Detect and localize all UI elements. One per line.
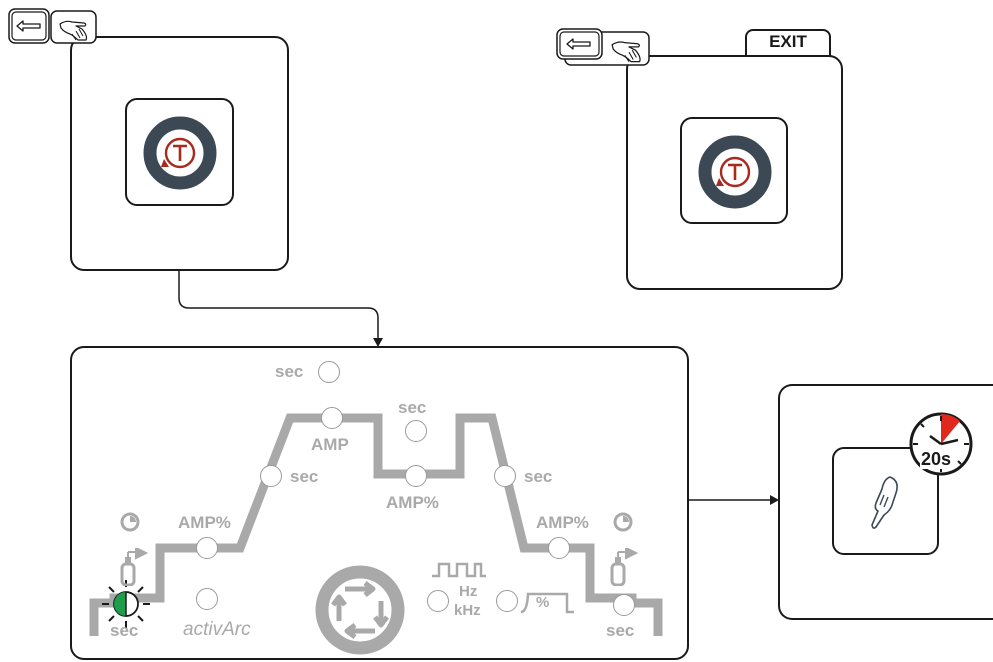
- label-start-current: AMP%: [178, 513, 231, 532]
- gas-valve-icon-right: [610, 548, 638, 586]
- led-postflow-time[interactable]: [613, 594, 635, 616]
- led-start-current[interactable]: [196, 537, 218, 559]
- label-gas-preflow-time: sec: [110, 621, 139, 640]
- connector-panel1-to-process: [178, 270, 379, 340]
- led-activarc[interactable]: [196, 588, 218, 610]
- balance-icon: [520, 592, 574, 614]
- label-frequency-hz: Hz: [459, 583, 478, 600]
- back-arrow-icon: [16, 20, 41, 32]
- torch-mode-icon: [143, 116, 217, 190]
- exit-tab-label: EXIT: [769, 32, 807, 51]
- label-preflow-time: sec: [275, 362, 304, 381]
- connector-arrowhead-right: [770, 495, 779, 505]
- hand-press-icon: [59, 20, 88, 41]
- led-preflow-time[interactable]: [318, 361, 340, 383]
- label-end-current: AMP%: [536, 513, 589, 532]
- hand-press-icon: [611, 41, 641, 63]
- exit-tab[interactable]: EXIT: [745, 29, 831, 57]
- label-frequency-khz: kHz: [454, 602, 481, 619]
- led-downslope-time[interactable]: [494, 465, 516, 487]
- led-frequency[interactable]: [427, 590, 449, 612]
- torch-mode-icon: [698, 135, 772, 209]
- label-downslope-time: sec: [524, 467, 553, 486]
- label-pulse-time: sec: [398, 398, 427, 417]
- label-secondary-current: AMP%: [386, 493, 439, 512]
- led-main-current[interactable]: [321, 407, 343, 429]
- label-upslope-time: sec: [290, 467, 319, 486]
- back-key-panel2[interactable]: [556, 28, 652, 66]
- torch-mode-button-panel2[interactable]: [680, 117, 788, 224]
- led-upslope-time[interactable]: [260, 465, 282, 487]
- led-balance[interactable]: [496, 590, 518, 612]
- led-end-current[interactable]: [548, 537, 570, 559]
- label-activarc: activArc: [183, 619, 251, 640]
- connector-arrowhead-down: [373, 338, 383, 347]
- torch-mode-button-panel1[interactable]: [125, 98, 234, 206]
- pulse-wave-icon: [432, 562, 486, 578]
- label-balance-percent: %: [536, 594, 550, 611]
- label-main-current: AMP: [311, 435, 349, 454]
- process-select-knob-icon[interactable]: [315, 565, 405, 655]
- gas-valve-icon-left: [120, 548, 148, 586]
- led-secondary-current[interactable]: [405, 465, 427, 487]
- back-arrow-icon: [566, 38, 591, 50]
- led-pulse-time[interactable]: [405, 420, 427, 442]
- clock-icon-right: [613, 512, 633, 532]
- timeout-badge-label: 20s: [920, 449, 953, 469]
- label-postflow-time: sec: [606, 621, 635, 640]
- torch-trigger-icon: [871, 476, 898, 529]
- back-key-panel1[interactable]: [8, 8, 98, 44]
- clock-icon-left: [120, 512, 140, 532]
